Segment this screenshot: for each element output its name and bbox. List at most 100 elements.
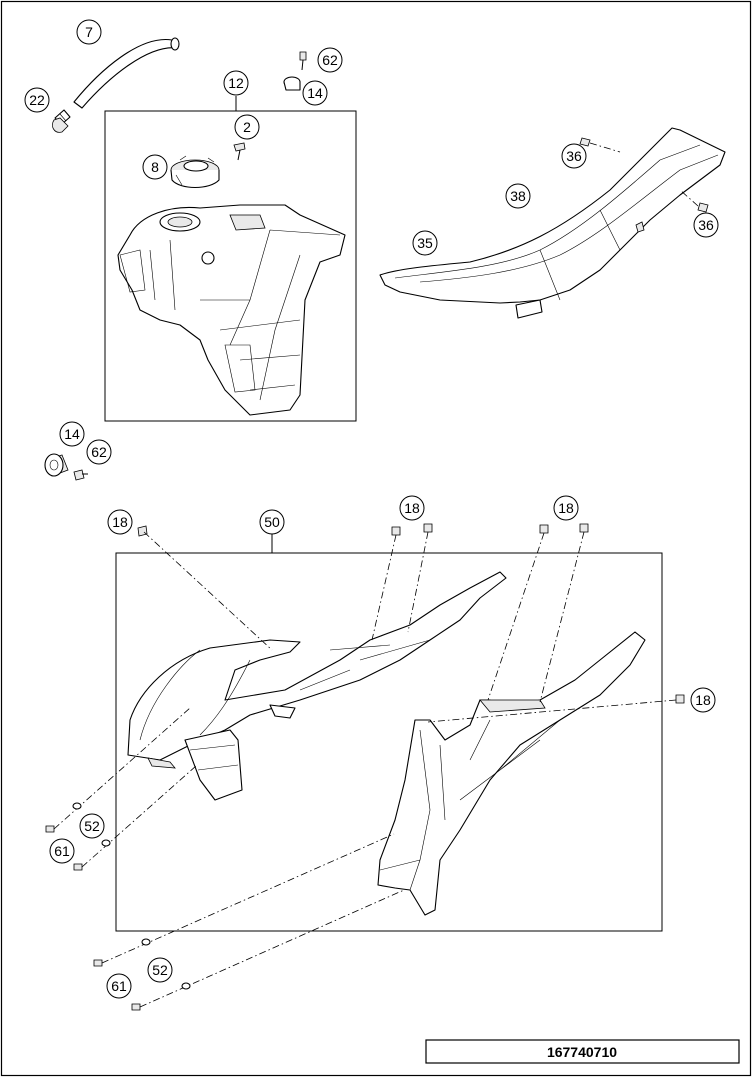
- washer-52-upper-part: [72, 802, 82, 810]
- callout-label: 35: [417, 235, 433, 251]
- screw-61-lower-a-part: [93, 833, 395, 967]
- callout-circle: [79, 813, 105, 839]
- screw-61-lower-b-part: [131, 889, 405, 1011]
- callout-label: 50: [264, 514, 280, 530]
- fuel-hose-part: [73, 37, 180, 109]
- spacer-14-loose-part: [44, 453, 69, 477]
- seat-screw-36-upper-part: [579, 137, 621, 153]
- spoiler-screw-18-right-a-part: [487, 524, 549, 701]
- callout-label: 36: [698, 217, 714, 233]
- callout-14: 14: [59, 421, 85, 447]
- callout-circle: [49, 838, 75, 864]
- callout-61: 61: [49, 838, 75, 864]
- fuel-cap-part: [170, 155, 220, 189]
- callout-35: 35: [412, 230, 438, 256]
- callout-label: 18: [695, 692, 711, 708]
- callout-label: 38: [510, 188, 526, 204]
- washer-52-mid-part: [101, 839, 111, 847]
- callout-circle: [505, 183, 531, 209]
- callout-12: 12: [223, 70, 249, 96]
- screw-61-mid-part: [73, 765, 197, 871]
- spoiler-screw-18-mid-b-part: [407, 523, 433, 633]
- callout-2: 2: [234, 114, 260, 140]
- seat-part: [379, 127, 726, 319]
- fuel-tank-part: [117, 204, 346, 416]
- fuel-tank-group-box: [104, 110, 357, 422]
- callout-18: 18: [399, 495, 425, 521]
- callout-circle: [86, 439, 112, 465]
- callout-label: 8: [151, 159, 159, 175]
- callout-52: 52: [79, 813, 105, 839]
- callout-circle: [553, 495, 579, 521]
- callout-label: 2: [243, 119, 251, 135]
- seat-screw-36-lower-part: [679, 189, 709, 213]
- callout-layer: 7 62 22 12 14 2 8 36 38 36 35 14 62 18 50 18 18 18 52 61 52 6…: [24, 19, 719, 999]
- spoiler-screw-18-right-b-part: [539, 523, 589, 703]
- callout-circle: [24, 87, 50, 113]
- callout-circle: [106, 973, 132, 999]
- callout-38: 38: [505, 183, 531, 209]
- callout-label: 61: [111, 978, 127, 994]
- callout-circle: [76, 19, 102, 45]
- callout-label: 14: [307, 85, 323, 101]
- screw-62-loose-part: [73, 469, 88, 481]
- callout-circle: [59, 421, 85, 447]
- spacer-14-top-part: [283, 76, 301, 91]
- washer-52-lower-a-part: [141, 938, 151, 946]
- callout-label: 18: [112, 514, 128, 530]
- spoiler-group-box: [115, 552, 663, 932]
- callout-18: 18: [690, 687, 716, 713]
- callout-7: 7: [76, 19, 102, 45]
- callout-circle: [690, 687, 716, 713]
- callout-label: 62: [91, 444, 107, 460]
- callout-label: 52: [152, 962, 168, 978]
- callout-circle: [147, 957, 173, 983]
- callout-18: 18: [553, 495, 579, 521]
- document-number-box: 167740710: [425, 1039, 740, 1064]
- screw-62-top-part: [299, 51, 307, 71]
- callout-62: 62: [317, 47, 343, 73]
- washer-52-lower-b-part: [181, 982, 191, 990]
- callout-label: 18: [558, 500, 574, 516]
- callout-36: 36: [693, 212, 719, 238]
- callout-label: 36: [566, 148, 582, 164]
- hose-connector-part: [52, 109, 71, 133]
- spoiler-screw-18-left-part: [137, 525, 273, 651]
- callout-18: 18: [107, 509, 133, 535]
- callout-label: 14: [64, 426, 80, 442]
- callout-circle: [107, 509, 133, 535]
- callout-36: 36: [561, 143, 587, 169]
- callout-22: 22: [24, 87, 50, 113]
- callout-14: 14: [302, 80, 328, 106]
- callout-circle: [234, 114, 260, 140]
- callout-52: 52: [147, 957, 173, 983]
- callout-label: 18: [404, 500, 420, 516]
- spoiler-screw-18-mid-a-part: [371, 526, 401, 641]
- callout-circle: [561, 143, 587, 169]
- screw-2-part: [233, 142, 246, 161]
- callout-label: 7: [85, 24, 93, 40]
- right-spoiler-part: [377, 631, 646, 916]
- callout-label: 52: [84, 818, 100, 834]
- callout-label: 62: [322, 52, 338, 68]
- callout-label: 61: [54, 843, 70, 859]
- callout-circle: [693, 212, 719, 238]
- callout-50: 50: [259, 509, 285, 535]
- callout-circle: [317, 47, 343, 73]
- callout-label: 22: [29, 92, 45, 108]
- left-spoiler-part: [127, 571, 507, 801]
- callout-circle: [223, 70, 249, 96]
- callout-circle: [259, 509, 285, 535]
- spoiler-screw-18-side-part: [427, 694, 685, 723]
- callout-61: 61: [106, 973, 132, 999]
- callout-circle: [142, 154, 168, 180]
- callout-62: 62: [86, 439, 112, 465]
- callout-circle: [302, 80, 328, 106]
- callout-8: 8: [142, 154, 168, 180]
- document-number: 167740710: [547, 1044, 617, 1060]
- callout-circle: [412, 230, 438, 256]
- callout-circle: [399, 495, 425, 521]
- callout-label: 12: [228, 75, 244, 91]
